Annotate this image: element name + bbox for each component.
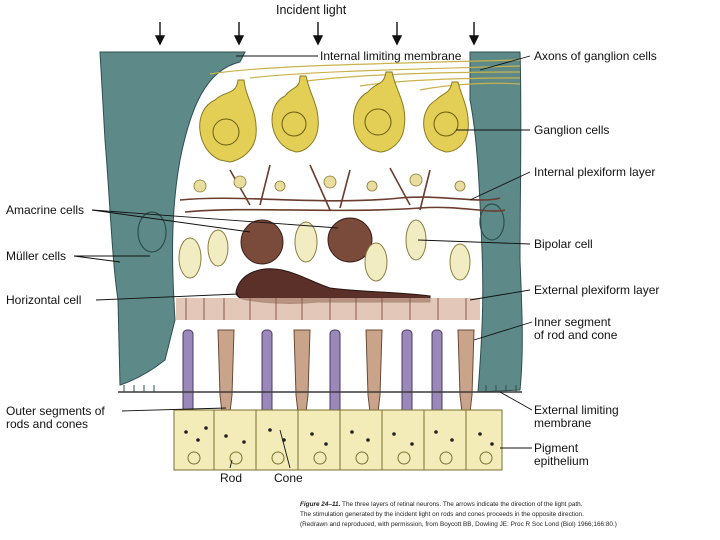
external-plexiform-band <box>176 298 480 320</box>
label-external-plexiform-layer: External plexiform layer <box>534 283 660 297</box>
pigment-cell-borders <box>213 410 467 470</box>
leader-axons <box>479 55 531 71</box>
pigment-nuclei <box>187 451 493 465</box>
label-outer-segments-2: rods and cones <box>6 417 89 431</box>
light-arrow <box>391 22 403 46</box>
label-rod: Rod <box>220 471 243 485</box>
leader-amacrine <box>91 209 251 233</box>
bipolar-cell <box>178 237 202 279</box>
label-internal-limiting-membrane: Internal limiting membrane <box>320 49 462 63</box>
label-ganglion-cells: Ganglion cells <box>534 123 610 137</box>
label-pigment-2: epithelium <box>534 454 589 468</box>
ganglion-cell <box>271 75 319 153</box>
label-outer-segments-1: Outer segments of <box>6 404 105 418</box>
leader-rod <box>229 459 233 469</box>
label-external-limiting-1: External limiting <box>534 403 619 417</box>
label-inner-segment-1: Inner segment <box>534 315 611 329</box>
caption-line-2: The stimulation generated by the inciden… <box>300 511 584 518</box>
label-external-limiting-2: membrane <box>534 416 592 430</box>
incident-light-arrows <box>154 22 480 46</box>
leader-muller-2 <box>73 255 121 263</box>
leader-horizontal <box>95 293 239 301</box>
bipolar-cell <box>449 243 471 281</box>
label-amacrine-cells: Amacrine cells <box>6 203 85 217</box>
leader-amacrine-2 <box>91 209 339 229</box>
bipolar-cells <box>178 219 471 282</box>
label-internal-plexiform-layer: Internal plexiform layer <box>534 165 656 179</box>
leader-ipl <box>469 171 531 201</box>
incident-light-title: Incident light <box>276 3 347 17</box>
label-axons: Axons of ganglion cells <box>534 49 657 63</box>
leader-cone <box>279 429 291 469</box>
amacrine-cell <box>327 217 373 263</box>
pigment-epithelium <box>173 409 503 471</box>
ganglion-nuclei <box>212 108 459 146</box>
muller-cell-left <box>99 51 246 386</box>
epl-stripes <box>185 298 467 320</box>
caption-line-3: (Redrawn and reproduced, with permission… <box>300 521 617 528</box>
photoreceptor-cones <box>217 329 475 431</box>
leader-lines <box>73 55 533 469</box>
muller-nucleus <box>137 211 167 253</box>
ganglion-axons <box>209 59 521 91</box>
label-inner-segment-2: of rod and cone <box>534 328 618 342</box>
leader-epl <box>469 289 531 301</box>
bipolar-cell <box>294 221 318 263</box>
label-pigment-1: Pigment <box>534 441 579 455</box>
label-horizontal-cell: Horizontal cell <box>6 293 82 307</box>
ganglion-cells <box>199 71 469 163</box>
label-bipolar-cell: Bipolar cell <box>534 237 593 251</box>
muller-microvilli <box>123 385 517 392</box>
bipolar-cell <box>207 229 229 267</box>
amacrine-cells <box>240 217 373 265</box>
leader-elm <box>499 391 533 411</box>
label-cone: Cone <box>274 471 303 485</box>
ganglion-cell <box>199 79 257 163</box>
pigment-granules <box>184 426 494 446</box>
amacrine-cell <box>240 219 284 265</box>
light-arrow <box>312 22 324 46</box>
leader-bipolar <box>417 239 531 245</box>
leader-outer-seg <box>121 407 227 412</box>
figure-caption: Figure 24–11. The three layers of retina… <box>300 500 714 530</box>
light-arrow <box>154 22 166 46</box>
muller-nucleus <box>479 203 505 241</box>
figure-number: Figure 24–11. <box>300 501 341 508</box>
light-arrow <box>468 22 480 46</box>
muller-cell-right <box>469 51 523 393</box>
leader-inner-seg <box>473 321 533 341</box>
ipl-dots <box>193 173 466 193</box>
bipolar-cell <box>364 242 388 282</box>
ganglion-cell <box>423 81 469 153</box>
photoreceptor-rods <box>182 329 443 431</box>
light-arrow <box>233 22 245 46</box>
caption-line-1: The three layers of retinal neurons. The… <box>342 501 583 508</box>
ganglion-cell <box>353 71 406 153</box>
label-muller-cells: Müller cells <box>6 249 67 263</box>
